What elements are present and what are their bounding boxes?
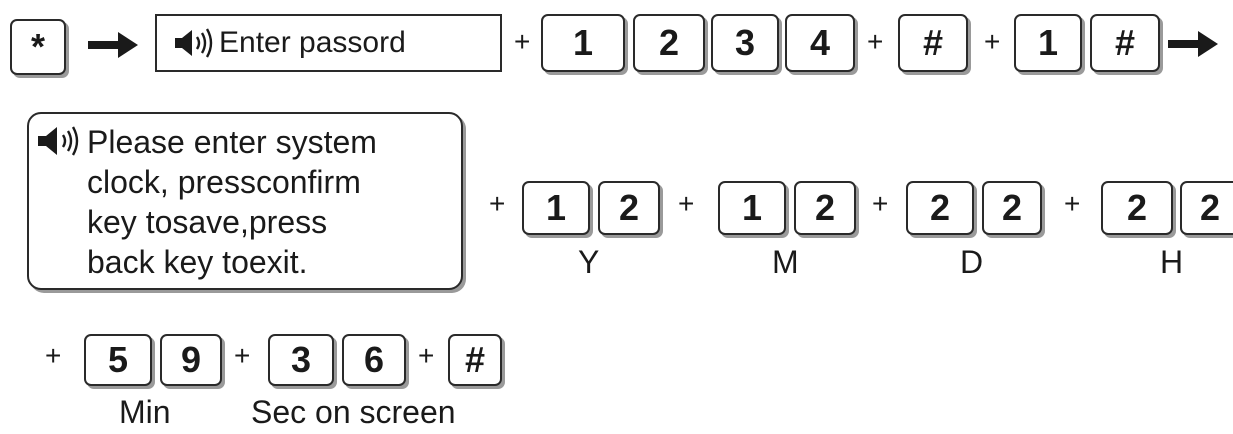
plus-sign: + [678,188,695,219]
speaker-icon [175,28,213,58]
key-4[interactable]: 4 [785,14,855,72]
prompt-line: clock, pressconfirm [87,164,361,200]
prompt-line: back key toexit. [87,244,308,280]
key-min-2[interactable]: 9 [160,334,222,386]
prompt-text: Enter passord [219,26,406,59]
enter-password-prompt: Enter passord [155,14,502,72]
key-1[interactable]: 1 [541,14,625,72]
year-label: Y [578,244,600,280]
key-day-2[interactable]: 2 [982,181,1042,235]
system-clock-prompt: Please enter system clock, pressconfirm … [27,112,463,290]
min-label: Min [119,394,171,430]
key-min-1[interactable]: 5 [84,334,152,386]
key-day-1[interactable]: 2 [906,181,974,235]
star-key[interactable]: * [10,19,66,75]
prompt-line: Please enter system [87,124,377,160]
key-hash[interactable]: # [448,334,502,386]
key-hash[interactable]: # [898,14,968,72]
key-hour-1[interactable]: 2 [1101,181,1173,235]
key-1[interactable]: 1 [1014,14,1082,72]
key-year-1[interactable]: 1 [522,181,590,235]
key-3[interactable]: 3 [711,14,779,72]
arrow-right-icon [1168,31,1218,57]
sec-label: Sec on screen [251,394,456,430]
arrow-right-icon [88,32,138,58]
speaker-icon [38,126,79,156]
key-2[interactable]: 2 [633,14,705,72]
plus-sign: + [984,26,1001,57]
plus-sign: + [45,340,62,371]
key-month-1[interactable]: 1 [718,181,786,235]
key-month-2[interactable]: 2 [794,181,856,235]
key-year-2[interactable]: 2 [598,181,660,235]
hour-label: H [1160,244,1184,280]
day-label: D [960,244,984,280]
plus-sign: + [514,26,531,57]
key-hash[interactable]: # [1090,14,1160,72]
key-sec-1[interactable]: 3 [268,334,334,386]
plus-sign: + [867,26,884,57]
plus-sign: + [1064,188,1081,219]
plus-sign: + [489,188,506,219]
plus-sign: + [418,340,435,371]
month-label: M [772,244,799,280]
key-hour-2[interactable]: 2 [1180,181,1233,235]
key-sec-2[interactable]: 6 [342,334,406,386]
plus-sign: + [234,340,251,371]
plus-sign: + [872,188,889,219]
prompt-line: key tosave,press [87,204,328,240]
